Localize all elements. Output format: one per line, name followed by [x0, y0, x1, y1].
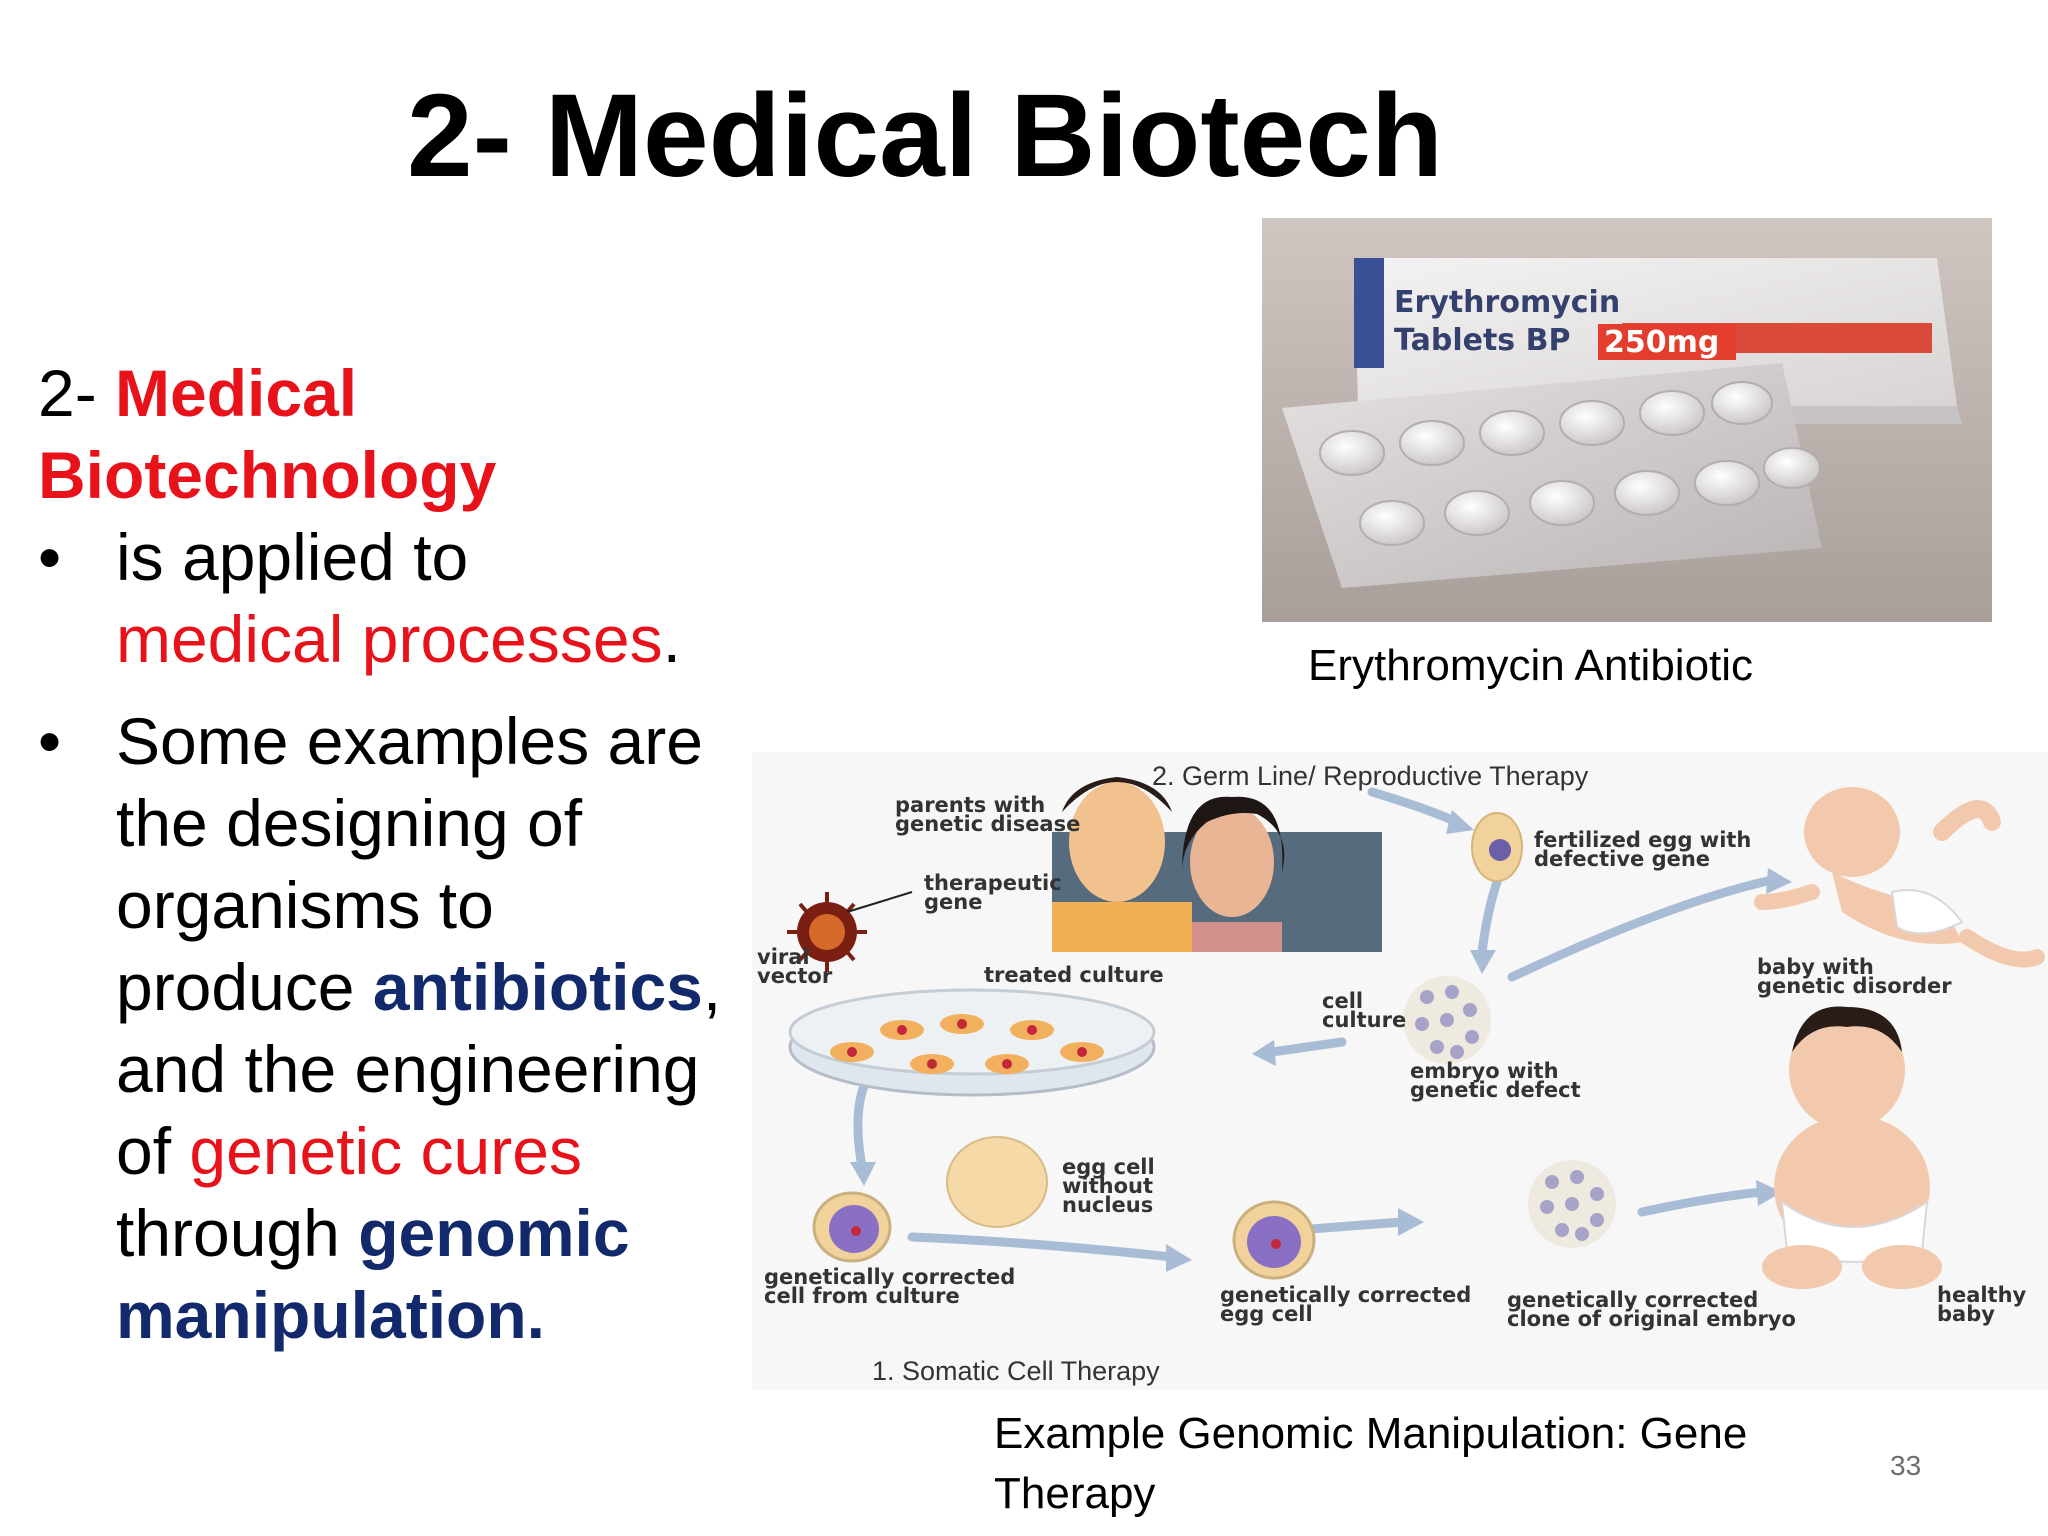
label-corrected-clone-2: clone of original embryo — [1507, 1307, 1796, 1331]
cell-culture-illustration — [1403, 976, 1491, 1064]
label-cell-culture-2: culture — [1322, 1008, 1406, 1032]
bullet2-genetic: genetic cures — [189, 1114, 582, 1188]
diagram-caption: Example Genomic Manipulation: Gene Thera… — [994, 1409, 1748, 1518]
label-egg-nonucleus-3: nucleus — [1062, 1193, 1153, 1217]
label-corrected-cell-2: cell from culture — [764, 1284, 960, 1308]
germ-line-title: 2. Germ Line/ Reproductive Therapy — [1152, 761, 1589, 791]
corrected-egg-illustration — [1232, 1200, 1316, 1280]
gene-therapy-diagram: 2. Germ Line/ Reproductive Therapy 1. So… — [752, 752, 2048, 1390]
bullet2-line1: Some examples are the designing of organ… — [116, 704, 703, 1024]
baby-disorder-illustration — [1754, 787, 2045, 968]
label-healthy-baby-2: baby — [1937, 1302, 1995, 1326]
slide-title: 2- Medical Biotech — [406, 70, 1443, 202]
bullet-item-2: Some examples are the designing of organ… — [38, 700, 738, 1356]
fertilized-egg-illustration — [1471, 812, 1523, 882]
bullet2-mid: , and the engineering of — [116, 950, 722, 1188]
heading-prefix: 2- — [38, 356, 116, 430]
viral-vector-illustration — [787, 891, 913, 972]
label-baby-disorder-1: baby with — [1757, 955, 1874, 979]
label-fertilized-1: fertilized egg with — [1534, 828, 1751, 852]
box-line1: Erythromycin — [1394, 285, 1620, 320]
label-fertilized-2: defective gene — [1534, 847, 1710, 871]
parents-illustration — [1052, 777, 1382, 952]
bullet-list: is applied to medical processes. Some ex… — [38, 516, 738, 1356]
label-parents-2: genetic disease — [895, 812, 1080, 836]
bullet2-through: through — [116, 1196, 340, 1270]
label-healthy-baby-1: healthy — [1937, 1283, 2027, 1307]
label-therapeutic-1: therapeutic — [924, 871, 1062, 895]
heading-biotechnology: Biotechnology — [38, 438, 497, 512]
bullet1-end: . — [662, 602, 681, 676]
label-viral-2: vector — [757, 964, 833, 988]
label-viral-1: viral — [757, 945, 810, 969]
egg-without-nucleus-illustration — [946, 1136, 1048, 1228]
erythromycin-photo-image: Erythromycin Tablets BP 250mg — [1262, 218, 1992, 622]
healthy-baby-illustration — [1762, 1006, 1942, 1289]
corrected-clone-illustration — [1528, 1160, 1616, 1248]
photo-caption: Erythromycin Antibiotic — [1308, 641, 1754, 690]
bullet1-highlight: medical processes — [116, 602, 663, 676]
section-heading: 2- Medical Biotechnology — [38, 352, 738, 516]
label-embryo-2: genetic defect — [1410, 1078, 1581, 1102]
label-baby-disorder-2: genetic disorder — [1757, 974, 1952, 998]
label-cell-culture-1: cell — [1322, 989, 1363, 1013]
label-egg-nonucleus-2: without — [1062, 1174, 1153, 1198]
bullet2-genomic: genomic manipulation. — [116, 1196, 630, 1352]
box-dose: 250mg — [1604, 325, 1719, 360]
bullet-item-1: is applied to medical processes. — [38, 516, 738, 680]
page-number: 33 — [1890, 1450, 1922, 1481]
label-treated-culture: treated culture — [984, 963, 1164, 987]
corrected-cell-illustration — [812, 1191, 892, 1263]
label-corrected-egg-2: egg cell — [1220, 1302, 1313, 1326]
label-corrected-cell-1: genetically corrected — [764, 1265, 1015, 1289]
label-embryo-1: embryo with — [1410, 1059, 1559, 1083]
label-corrected-clone-1: genetically corrected — [1507, 1288, 1758, 1312]
heading-medical: Medical — [115, 356, 358, 430]
gene-therapy-diagram-image: 2. Germ Line/ Reproductive Therapy 1. So… — [752, 752, 2048, 1390]
label-therapeutic-2: gene — [924, 890, 982, 914]
bullet1-text: is applied to — [116, 520, 469, 594]
petri-dish-illustration — [788, 988, 1156, 1097]
label-egg-nonucleus-1: egg cell — [1062, 1155, 1155, 1179]
bullet2-antibiotics: antibiotics — [372, 950, 703, 1024]
erythromycin-photo: Erythromycin Tablets BP 250mg — [1262, 218, 1992, 622]
label-corrected-egg-1: genetically corrected — [1220, 1283, 1471, 1307]
label-parents-1: parents with — [895, 793, 1045, 817]
body-text: 2- Medical Biotechnology is applied to m… — [38, 352, 738, 1356]
box-line2: Tablets BP — [1394, 323, 1570, 358]
somatic-title: 1. Somatic Cell Therapy — [872, 1356, 1160, 1386]
